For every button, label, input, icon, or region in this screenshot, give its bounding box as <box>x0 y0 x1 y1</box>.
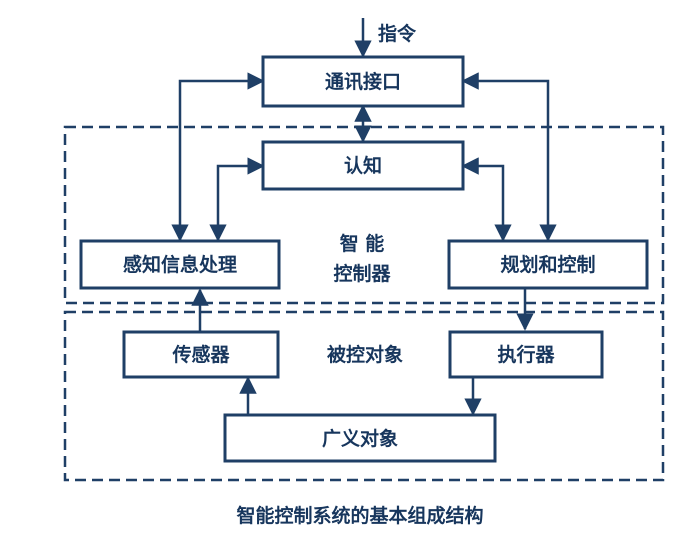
edge-comm-planning <box>461 72 557 242</box>
figure-caption: 智能控制系统的基本组成结构 <box>236 504 483 527</box>
region-label-intelligent-controller-line2: 控制器 <box>333 262 391 285</box>
region-label-intelligent-controller-line1: 智 能 <box>340 232 385 255</box>
node-perception-processing-label: 感知信息处理 <box>123 253 237 276</box>
node-cognition: 认知 <box>261 140 465 191</box>
node-comm-interface: 通讯接口 <box>261 55 465 108</box>
region-label-controlled-object: 被控对象 <box>327 343 403 366</box>
node-planning-control-label: 规划和控制 <box>500 253 595 276</box>
node-actuator: 执行器 <box>448 330 604 379</box>
edge-cognition-planning <box>461 157 512 242</box>
node-generalized-object-label: 广义对象 <box>322 427 398 450</box>
node-perception-processing: 感知信息处理 <box>79 239 281 290</box>
node-actuator-label: 执行器 <box>497 343 555 366</box>
input-label-command: 指令 <box>378 22 417 45</box>
node-planning-control: 规划和控制 <box>447 239 649 290</box>
node-sensor-label: 传感器 <box>171 343 230 366</box>
edge-cognition-perception <box>209 157 265 242</box>
node-generalized-object: 广义对象 <box>223 413 497 463</box>
node-sensor: 传感器 <box>122 330 280 379</box>
node-cognition-label: 认知 <box>344 154 382 177</box>
node-comm-interface-label: 通讯接口 <box>325 71 401 93</box>
edge-comm-perception <box>171 72 265 242</box>
region-controlled-object <box>63 310 665 482</box>
